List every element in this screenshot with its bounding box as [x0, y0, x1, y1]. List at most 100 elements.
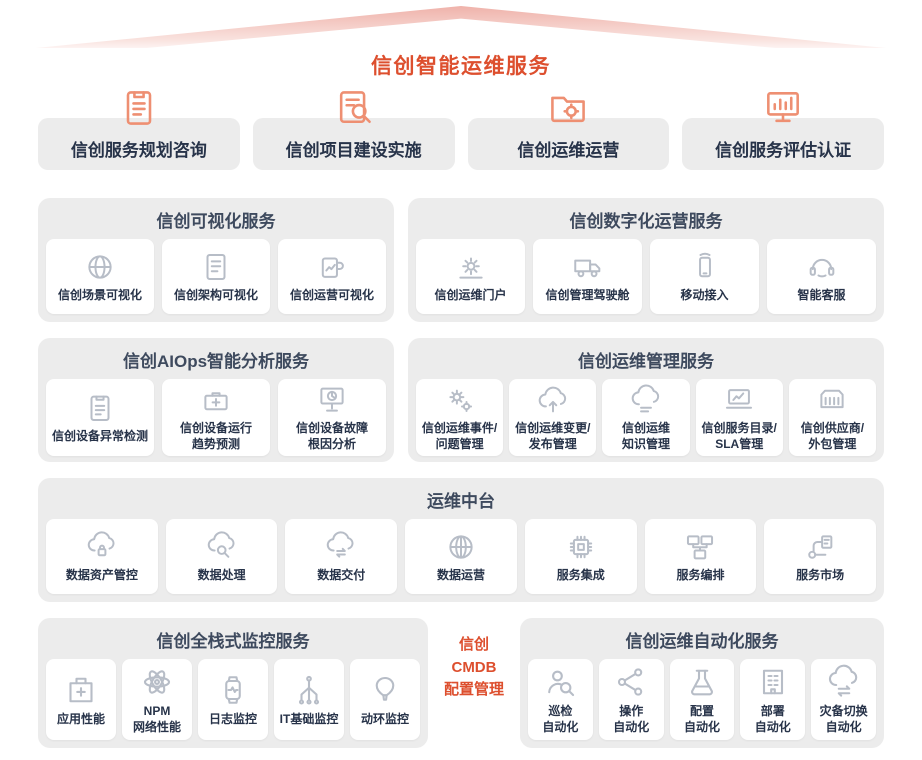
container-icon	[815, 383, 849, 417]
card-label: NPM 网络性能	[132, 703, 181, 734]
card-architecture-visualization: 信创架构可视化	[162, 239, 270, 314]
panel-ops-mgmt: 信创运维管理服务 信创运维事件/ 问题管理 信创运维变更/ 发布管理 信创运维 …	[408, 338, 884, 462]
card-label: 信创运维变更/ 发布管理	[515, 421, 591, 451]
card-ops-portal: 信创运维门户	[416, 239, 525, 314]
card-label: 信创运维事件/ 问题管理	[421, 421, 498, 451]
flask-icon	[684, 664, 720, 700]
panel-automation: 信创运维自动化服务 巡检 自动化 操作 自动化 配置 自动化 部署 自动化 灾备…	[520, 618, 884, 748]
card-label: 信创服务目录/ SLA管理	[701, 421, 777, 451]
truck-icon	[571, 250, 605, 284]
top-box-ops-operation: 信创运维运营	[467, 96, 670, 170]
section-title: 运维中台	[427, 492, 495, 511]
card-label: 应用性能	[56, 711, 105, 726]
card-device-trend-prediction: 信创设备运行 趋势预测	[162, 379, 270, 457]
card-device-anomaly-detection: 信创设备异常检测	[46, 379, 154, 457]
chip-icon	[564, 530, 598, 564]
panel-aiops: 信创AIOps智能分析服务 信创设备异常检测 信创设备运行 趋势预测 信创设备故…	[38, 338, 394, 462]
balloon-icon	[367, 672, 403, 708]
cloud-sync-icon	[324, 530, 358, 564]
row-monitoring-automation: 信创全栈式监控服务 应用性能 NPM 网络性能 日志监控 IT基础监控 动环监控	[38, 618, 884, 748]
card-app-performance: 应用性能	[46, 659, 116, 740]
building-plus-icon	[63, 672, 99, 708]
toolbox-plus-icon	[199, 383, 233, 417]
section-title: 信创全栈式监控服务	[156, 632, 310, 651]
card-log-monitoring: 日志监控	[198, 659, 268, 740]
panel-digital-ops: 信创数字化运营服务 信创运维门户 信创管理驾驶舱 移动接入 智能客服	[408, 198, 884, 322]
card-dr-switch-automation: 灾备切换 自动化	[811, 659, 876, 740]
card-inspection-automation: 巡检 自动化	[528, 659, 593, 740]
card-label: 信创设备异常检测	[51, 428, 148, 443]
cloud-list-icon	[629, 383, 663, 417]
card-list: 信创运维事件/ 问题管理 信创运维变更/ 发布管理 信创运维 知识管理 信创服务…	[416, 379, 877, 457]
top-box-evaluation-certification: 信创服务评估认证	[682, 92, 884, 170]
card-it-infra-monitoring: IT基础监控	[274, 659, 344, 740]
card-label: 信创运维 知识管理	[622, 421, 671, 451]
cloud-switch-icon	[826, 664, 862, 700]
monitor-bars-icon	[761, 86, 805, 130]
card-operation-visualization: 信创运营可视化	[278, 239, 386, 314]
card-service-market: 服务市场	[764, 519, 877, 594]
card-label: 巡检 自动化	[542, 703, 579, 734]
card-label: 数据交付	[317, 567, 366, 582]
card-mobile-access: 移动接入	[650, 239, 759, 314]
node-monitors-icon	[683, 530, 717, 564]
card-service-orchestration: 服务编排	[644, 519, 757, 594]
clipboard-pen-icon	[117, 86, 161, 130]
cmdb-label: 信创 CMDB 配置管理	[443, 636, 504, 698]
mobile-access-icon	[688, 250, 722, 284]
section-title: 信创数字化运营服务	[569, 212, 723, 231]
card-label: 信创架构可视化	[173, 287, 258, 302]
top-box-project-implementation: 信创项目建设实施	[252, 91, 455, 170]
card-data-operation: 数据运营	[405, 519, 517, 594]
card-data-delivery: 数据交付	[285, 519, 398, 594]
mug-chart-icon	[315, 250, 349, 284]
card-label: 部署 自动化	[754, 703, 791, 734]
card-knowledge-management: 信创运维 知识管理	[602, 379, 690, 457]
row-aiops-mgmt: 信创AIOps智能分析服务 信创设备异常检测 信创设备运行 趋势预测 信创设备故…	[38, 338, 884, 462]
robot-headset-icon	[805, 250, 839, 284]
card-label: 配置 自动化	[683, 703, 720, 734]
card-label: 日志监控	[208, 711, 257, 726]
circuit-icon	[291, 672, 327, 708]
card-label: 信创管理驾驶舱	[545, 287, 630, 302]
top-service-label: 信创运维运营	[517, 140, 620, 160]
share-nodes-icon	[613, 664, 649, 700]
folder-gear-icon	[546, 86, 590, 130]
card-label: 信创设备运行 趋势预测	[179, 421, 252, 451]
card-service-catalog-sla: 信创服务目录/ SLA管理	[695, 379, 783, 457]
cloud-lock-icon	[85, 530, 119, 564]
document-search-icon	[332, 86, 376, 130]
card-label: 智能客服	[797, 287, 846, 302]
clipboard-check-icon	[83, 391, 117, 425]
card-operation-automation: 操作 自动化	[598, 659, 664, 740]
document-list-icon	[199, 250, 233, 284]
panel-monitoring: 信创全栈式监控服务 应用性能 NPM 网络性能 日志监控 IT基础监控 动环监控	[38, 618, 428, 748]
card-list: 巡检 自动化 操作 自动化 配置 自动化 部署 自动化 灾备切换 自动化	[528, 659, 876, 740]
page-title: 信创智能运维服务	[371, 55, 551, 78]
atom-icon	[139, 664, 175, 700]
card-label: 信创场景可视化	[57, 287, 142, 302]
card-list: 数据资产管控 数据处理 数据交付 数据运营 服务集成 服务编排	[46, 519, 877, 594]
card-env-monitoring: 动环监控	[350, 659, 420, 740]
card-label: 服务集成	[556, 567, 605, 582]
card-label: 灾备切换 自动化	[819, 703, 868, 734]
card-list: 信创场景可视化 信创架构可视化 信创运营可视化	[46, 239, 386, 314]
top-service-label: 信创服务评估认证	[715, 140, 852, 160]
card-label: 数据资产管控	[65, 567, 138, 582]
section-title: 信创AIOps智能分析服务	[122, 352, 310, 371]
card-intelligent-customer-service: 智能客服	[767, 239, 876, 314]
cmdb-block: 信创 CMDB 配置管理	[428, 618, 520, 748]
row-middle-platform: 运维中台 数据资产管控 数据处理 数据交付 数据运营 服务集成	[38, 478, 884, 602]
roof-arrow	[36, 6, 886, 48]
top-service-label: 信创服务规划咨询	[70, 140, 207, 160]
card-list: 应用性能 NPM 网络性能 日志监控 IT基础监控 动环监控	[46, 659, 420, 740]
server-network-icon	[803, 530, 837, 564]
card-management-cockpit: 信创管理驾驶舱	[533, 239, 642, 314]
cloud-upload-icon	[536, 383, 570, 417]
card-label: 服务编排	[676, 567, 725, 582]
top-box-planning-consulting: 信创服务规划咨询	[38, 91, 240, 170]
card-label: IT基础监控	[279, 711, 339, 726]
card-fault-root-cause-analysis: 信创设备故障 根因分析	[278, 379, 386, 457]
watch-pulse-icon	[215, 672, 251, 708]
card-label: 信创运维门户	[434, 287, 507, 302]
